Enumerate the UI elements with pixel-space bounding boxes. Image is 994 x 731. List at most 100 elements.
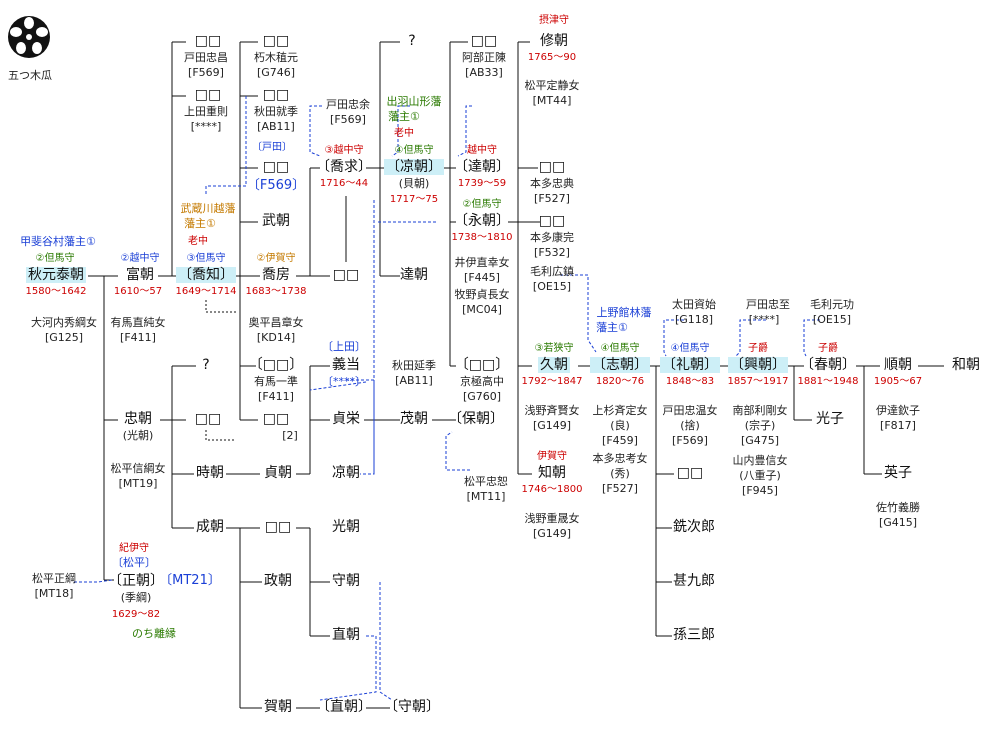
person-sadatomo: 貞朝 xyxy=(264,465,292,481)
okitomo-spouse-2b: (八重子) xyxy=(739,469,781,482)
person-seitomo: 〔正朝〕 xyxy=(108,573,164,589)
person-tokitomo: 時朝 xyxy=(196,465,224,481)
hisatomo-rank: ③若狭守 xyxy=(534,343,574,354)
hisatomo-dates: 1792〜1847 xyxy=(521,376,583,387)
tomitomo-spouse-code: [F411] xyxy=(120,331,156,344)
shitomo-spouse-1-code: [F459] xyxy=(602,434,638,447)
person-suzutomo: 〔凉朝〕 xyxy=(384,159,444,176)
box-l: □□ xyxy=(264,519,292,535)
takafusa-dates: 1683〜1738 xyxy=(245,286,307,297)
toda-tadayuki-code: [****] xyxy=(748,313,780,326)
harutomo-rank: 子爵 xyxy=(818,343,838,354)
suzutomo-rank: ④但馬守 xyxy=(394,145,434,156)
juntomo-dates: 1905〜67 xyxy=(873,376,923,387)
box-f: □□ xyxy=(332,267,360,283)
kyogoku-code: [G760] xyxy=(462,390,502,403)
shitomo-spouse-2: 本多忠考女 xyxy=(592,452,648,465)
person-moritomo-2: 〔守朝〕 xyxy=(384,699,440,715)
seitomo-note: 〔松平〕 xyxy=(112,556,156,569)
person-eiko: 英子 xyxy=(884,465,912,481)
person-masatomo: 政朝 xyxy=(264,573,292,589)
reitomo-spouse-code: [F569] xyxy=(672,434,708,447)
honda-yasusada-code: [F532] xyxy=(534,246,570,259)
takatomo-role: 老中 xyxy=(188,236,208,247)
person-nagatomo: 〔永朝〕 xyxy=(454,213,510,229)
person-kyogoku-box: 〔□□〕 xyxy=(454,357,510,373)
reitomo-rank: ④但馬守 xyxy=(670,343,710,354)
ueda-shigenori: 上田重則 xyxy=(184,105,228,118)
crest-label: 五つ木瓜 xyxy=(8,69,52,82)
person-yoshimasa: 義当 xyxy=(332,357,360,373)
q-2: ? xyxy=(202,357,210,373)
suzutomo-role: 老中 xyxy=(394,128,414,139)
okitomo-dates: 1857〜1917 xyxy=(727,376,789,387)
person-shigetomo: 成朝 xyxy=(196,519,224,535)
tatsutomo2-dates: 1739〜59 xyxy=(457,178,507,189)
tatsutomo2-rank: 越中守 xyxy=(467,145,497,156)
shitomo-spouse-2-code: [F527] xyxy=(602,482,638,495)
box-i: □□ xyxy=(538,213,566,229)
person-yasutomo-2: 〔保朝〕 xyxy=(448,411,504,427)
honda-yasusada: 本多康完 xyxy=(530,231,574,244)
tadatomo-alt: (光朝) xyxy=(122,429,154,442)
person-jinkuro: 甚九郎 xyxy=(673,573,715,589)
nagatomo-spouse-1: 井伊直幸女 xyxy=(454,256,510,269)
person-harutomo: 〔春朝〕 xyxy=(800,357,856,373)
person-takamoto: 〔喬求〕 xyxy=(316,159,372,175)
shitomo-domain-2: 藩主① xyxy=(596,321,628,334)
nobutomo-rank: 摂津守 xyxy=(539,15,569,26)
seitomo-code: 〔MT21〕 xyxy=(159,573,221,588)
box-e: □□ xyxy=(262,159,290,175)
yasutomo-spouse-code: [G125] xyxy=(44,331,84,344)
abe-masanobu: 阿部正陳 xyxy=(462,51,506,64)
person-jujiro: 銑次郎 xyxy=(673,519,715,535)
mori-hironori: 毛利広鎮 xyxy=(530,265,574,278)
person-akimoto-yasutomo: 秋元泰朝 xyxy=(26,267,86,284)
abe-masanobu-code: [AB33] xyxy=(465,66,503,79)
box-2: □□ xyxy=(262,411,290,427)
person-hisatomo: 久朝 xyxy=(538,357,570,374)
shitomo-spouse-1b: (良) xyxy=(610,419,630,432)
tadatomo-spouse-code: [MT19] xyxy=(118,477,158,490)
takatomo-domain-2: 藩主① xyxy=(184,217,216,230)
seitomo-dates: 1629〜82 xyxy=(111,609,161,620)
ota-sukemoto: 太田資始 xyxy=(672,298,716,311)
person-mitsuko: 光子 xyxy=(816,411,844,427)
person-tomotomo: 知朝 xyxy=(538,465,566,481)
okitomo-spouse-2-code: [F945] xyxy=(742,484,778,497)
hisatomo-spouse: 浅野斉賢女 xyxy=(524,404,580,417)
suzutomo-domain-1: 出羽山形藩 xyxy=(386,95,442,108)
suzutomo-dates: 1717〜75 xyxy=(389,194,439,205)
person-sadaei: 貞栄 xyxy=(332,411,360,427)
matsudaira-tadahiro: 松平忠恕 xyxy=(464,475,508,488)
eiko-spouse-code: [G415] xyxy=(878,516,918,529)
person-suzutomo-2: 凉朝 xyxy=(332,465,360,481)
person-naotomo: 直朝 xyxy=(332,627,360,643)
tomitomo-spouse: 有馬直純女 xyxy=(110,316,166,329)
tomotomo-rank: 伊賀守 xyxy=(537,451,567,462)
takafusa-rank: ②伊賀守 xyxy=(256,253,296,264)
nobutomo-spouse-code: [MT44] xyxy=(532,94,572,107)
yasutomo-rank: ②但馬守 xyxy=(35,253,75,264)
toda-note-code: 〔F569〕 xyxy=(246,178,306,193)
kutsuki-tanemoto: 朽木稙元 xyxy=(254,51,298,64)
yasutomo-spouse: 大河内秀綱女 xyxy=(31,316,97,329)
seitomo-rank: 紀伊守 xyxy=(119,543,149,554)
person-moritomo: 守朝 xyxy=(332,573,360,589)
shitomo-domain-1: 上野館林藩 xyxy=(596,306,652,319)
seitomo-alt: (季綱) xyxy=(120,591,152,604)
honda-tadanori: 本多忠典 xyxy=(530,177,574,190)
shitomo-spouse-1: 上杉斉定女 xyxy=(592,404,648,417)
box-k: □□ xyxy=(194,411,222,427)
toda-tadamasa: 戸田忠昌 xyxy=(184,51,228,64)
person-magosaburo: 孫三郎 xyxy=(673,627,715,643)
person-shitomo: 〔志朝〕 xyxy=(590,357,650,374)
eiko-spouse: 佐竹義勝 xyxy=(876,501,920,514)
person-kazutomo: 和朝 xyxy=(952,357,980,373)
takafusa-spouse: 奥平昌章女 xyxy=(248,316,304,329)
nagatomo-spouse-2: 牧野貞長女 xyxy=(454,288,510,301)
toda-tadamasa-code: [F569] xyxy=(188,66,224,79)
honda-tadanori-code: [F527] xyxy=(534,192,570,205)
okitomo-rank: 子爵 xyxy=(748,343,768,354)
box-a: □□ xyxy=(194,33,222,49)
